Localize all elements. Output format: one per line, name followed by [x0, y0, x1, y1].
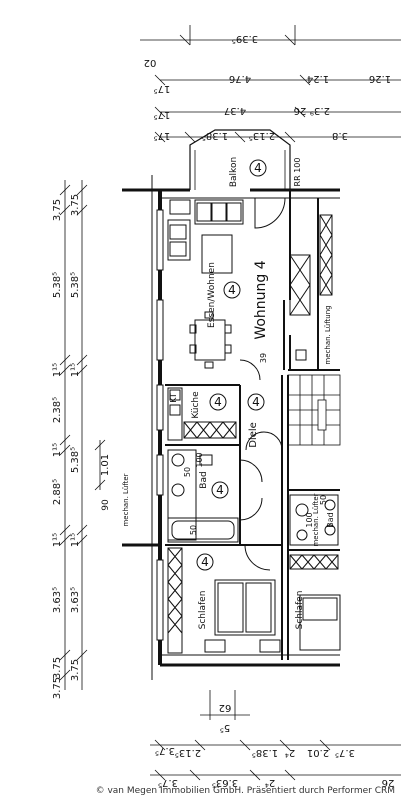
dim-top-5: 1.24: [307, 73, 329, 84]
unit-markers: 4 4 4 4 4 4: [196, 159, 267, 571]
mark-bad-right-width: 50: [319, 495, 328, 505]
mark-schrank-kt: KT: [169, 393, 178, 403]
dim-bottom-11: 26: [382, 777, 395, 788]
mark-bad-width: 100: [195, 452, 204, 467]
bathroom-right-fixtures: [289, 494, 339, 546]
dim-left-outer-6: 2.88⁵: [52, 479, 63, 505]
mark-door-39: 39: [259, 353, 268, 363]
dim-top-12: 26: [294, 105, 307, 116]
label-essen-wohnen: Essen/Wohnen: [207, 262, 217, 328]
doors: [239, 197, 286, 571]
dimension-lines-top: [140, 25, 401, 143]
dim-bottom-9: 2⁴: [285, 747, 295, 758]
label-balkon: Balkon: [229, 157, 239, 187]
interior-walls: [165, 190, 340, 660]
dim-top-7: 17⁵: [154, 109, 171, 120]
unit-marker-kueche: 4: [209, 393, 227, 411]
dimension-lines-left: [59, 180, 106, 690]
unit-marker-schlafen: 4: [196, 553, 214, 571]
bedroom-right-furniture: [289, 554, 341, 651]
svg-text:4: 4: [228, 283, 236, 297]
bedroom-left-furniture: [167, 547, 281, 654]
dim-left-outer-5: 1¹⁵: [52, 443, 63, 457]
dim-bottom-12: 3.7⁵: [335, 747, 355, 758]
svg-text:4: 4: [252, 395, 260, 409]
dim-bottom-8: 3.7⁵: [158, 777, 178, 788]
dim-left-outer-3: 1¹⁵: [52, 363, 63, 377]
dim-top-11: 1.26: [369, 73, 391, 84]
label-mech-luefter-right: mechan. Lüfter: [312, 493, 320, 546]
dim-bottom-5: 2.13⁵: [175, 747, 201, 758]
dim-left-outer-1: 3.75: [52, 199, 63, 221]
dim-bottom-10: 2⁴: [265, 777, 275, 788]
dim-bottom-2: 5⁵: [220, 722, 230, 733]
mark-bad-tub: 50: [189, 525, 198, 535]
label-diele: Diele: [248, 422, 259, 448]
dim-left-outer-8: 3.63⁵: [52, 587, 63, 613]
living-furniture: [167, 199, 244, 369]
dim-left-inner-1: 3.75: [70, 194, 81, 216]
mark-bad-area: 50: [183, 467, 192, 477]
dim-left-outer-2: 5.38⁵: [52, 272, 63, 298]
dim-left-inner-5: 1¹⁵: [70, 533, 81, 547]
dim-top-4: 17⁵: [154, 83, 171, 94]
dim-left-inner-6: 3.63⁵: [70, 587, 81, 613]
label-mech-luefter-left: mechan. Lüfter: [122, 473, 130, 526]
balcony: [189, 129, 291, 190]
kitchen-furniture: [167, 387, 237, 441]
label-kueche: Küche: [191, 391, 201, 419]
dim-90: 90: [101, 499, 111, 511]
copyright-footer: © van Megen Immobilien GmbH. Präsentiert…: [95, 786, 395, 796]
dim-top-2: 02: [144, 57, 157, 68]
dim-top-14: 2.3⁹: [310, 105, 330, 116]
unit-marker-wohnen: 4: [223, 281, 241, 299]
dim-top-10: 3.8: [332, 130, 348, 141]
dim-bottom-6: 1.38⁵: [252, 747, 278, 758]
dim-left-outer-10: 3.75: [52, 677, 63, 699]
bathroom-fixtures: [167, 449, 239, 543]
label-mech-lueftung-center: mechan. Lüftung: [324, 305, 332, 364]
unit-marker-diele: 4: [247, 393, 265, 411]
dim-bottom-1: 62: [219, 702, 232, 713]
dim-top-1: 3.39⁵: [232, 33, 258, 44]
label-bad: Bad: [199, 471, 209, 488]
dim-left-outer-7: 1¹⁵: [52, 533, 63, 547]
svg-text:4: 4: [214, 395, 222, 409]
windows: [156, 209, 164, 641]
dim-top-3: 4.76: [229, 73, 251, 84]
label-schlafen-right: Schlafen: [295, 591, 305, 630]
svg-text:4: 4: [216, 483, 224, 497]
dim-top-9: 2.13⁵: [249, 130, 275, 141]
wardrobe-right: [319, 214, 333, 296]
dim-left-inner-7: 3.75: [70, 659, 81, 681]
dim-left-outer-4: 2.38⁵: [52, 397, 63, 423]
svg-text:4: 4: [254, 161, 262, 175]
staircase: [287, 374, 341, 446]
dim-bottom-7: 3.63⁵: [212, 777, 238, 788]
dim-left-outer-9: 3.75: [52, 657, 63, 679]
dim-top-6: 4.37: [224, 105, 246, 116]
dimension-lines-bottom: [150, 690, 401, 781]
dim-top-13: 17⁵: [154, 130, 171, 141]
mark-rr: RR 100: [293, 158, 302, 187]
fireplace: [289, 254, 311, 361]
label-schlafen-left: Schlafen: [198, 591, 208, 630]
unit-marker-bad: 4: [211, 481, 229, 499]
dim-top-8: 1.38⁵: [202, 130, 228, 141]
dim-small-101: 1.01: [100, 454, 111, 476]
svg-text:4: 4: [201, 555, 209, 569]
dim-left-inner-4: 5.38⁵: [70, 447, 81, 473]
label-wohnung: Wohnung 4: [253, 260, 269, 339]
label-bad-right: Bad: [326, 512, 335, 527]
dim-bottom-3: 3.7⁵: [155, 745, 175, 756]
mark-bad-right-area: 100: [305, 512, 314, 527]
dim-bottom-4: 2.01: [307, 747, 329, 758]
dim-left-inner-3: 1¹⁵: [70, 363, 81, 377]
unit-marker-balkon: 4: [249, 159, 267, 177]
dim-left-inner-2: 5.38⁵: [70, 272, 81, 298]
